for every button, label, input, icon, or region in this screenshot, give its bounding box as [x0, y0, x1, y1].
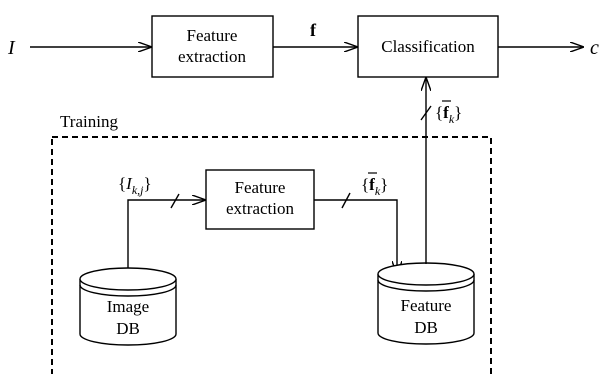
mean-features-label-upper: {fk} [435, 103, 462, 126]
image-db-line1: Image [107, 297, 149, 316]
mean-features-slash [341, 192, 351, 209]
output-label: c [590, 37, 599, 59]
training-feature-extraction-box [205, 169, 315, 230]
training-images-arrow [127, 200, 205, 268]
classification-box [357, 15, 499, 78]
feature-vector-label: f [310, 20, 317, 40]
input-label: I [7, 37, 16, 59]
feature-extraction-line1: Feature [187, 26, 238, 45]
training-region [51, 136, 492, 374]
feature-db-line1: Feature [401, 296, 452, 315]
training-feature-extraction-line2: extraction [226, 199, 294, 218]
training-label: Training [60, 112, 118, 131]
image-db-line2: DB [116, 319, 140, 338]
training-images-label: {Ik,j} [118, 174, 152, 197]
feature-db-line2: DB [414, 318, 438, 337]
training-images-slash [170, 193, 180, 209]
feature-db-to-classification-slash [420, 105, 432, 121]
mean-features-arrow [314, 199, 397, 274]
classification-label: Classification [381, 37, 475, 56]
training-feature-extraction-line1: Feature [235, 178, 286, 197]
mean-features-label: {fk} [361, 175, 388, 198]
feature-extraction-line2: extraction [178, 47, 246, 66]
